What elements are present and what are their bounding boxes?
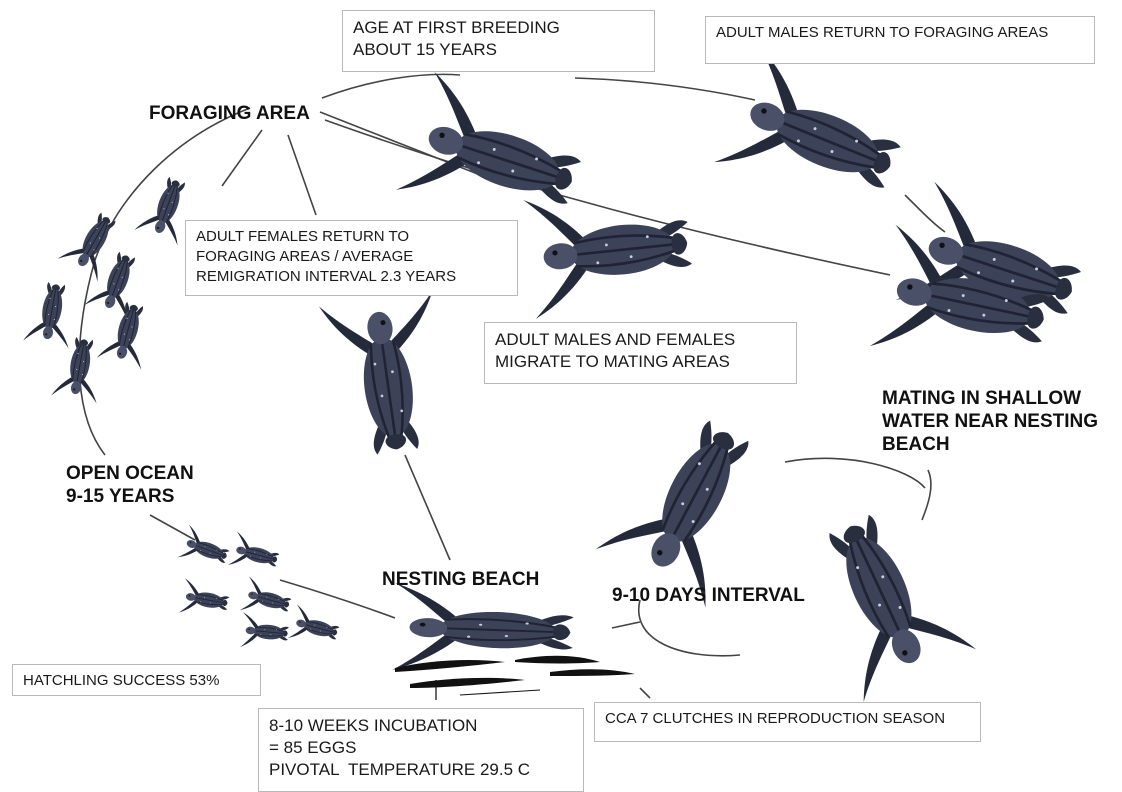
males-return-callout: ADULT MALES RETURN TO FORAGING AREAS	[705, 16, 1095, 64]
hatchling-icon	[239, 575, 295, 623]
juvenile-turtles	[22, 171, 200, 404]
first-breeding-callout: AGE AT FIRST BREEDING ABOUT 15 YEARS	[342, 10, 655, 72]
line-males-to-mating	[904, 194, 946, 233]
hatchling-success-callout: HATCHLING SUCCESS 53%	[12, 664, 261, 696]
hatchling-icon	[178, 577, 232, 622]
juvenile-turtle-icon	[50, 333, 108, 404]
line-foraging-to-females-box-b	[221, 129, 263, 187]
cycle-lines	[78, 73, 946, 700]
juvenile-turtle-icon	[22, 278, 80, 349]
beach-sand	[395, 655, 635, 696]
females-return-callout: ADULT FEMALES RETURN TO FORAGING AREAS /…	[185, 220, 518, 296]
line-interval-loop-bottom	[637, 599, 741, 657]
line-hatchlings-to-beach	[279, 579, 396, 619]
line-first-breeding-to-males	[574, 77, 756, 101]
turtle-interval-left-icon	[594, 400, 786, 609]
hatchling-icon	[239, 611, 291, 652]
line-foraging-to-turtle	[321, 73, 461, 99]
interval-label: 9-10 DAYS INTERVAL	[612, 585, 805, 606]
hatchling-icon	[287, 603, 343, 651]
turtle-interval-right-icon	[791, 496, 978, 704]
foraging-area-label: FORAGING AREA	[149, 103, 310, 124]
clutches-callout: CCA 7 CLUTCHES IN REPRODUCTION SEASON	[594, 702, 981, 742]
turtle-males-return-icon	[712, 45, 918, 227]
turtle-migrating-icon	[521, 181, 698, 321]
line-beach-to-clutches	[639, 687, 651, 699]
line-foraging-to-mating	[324, 119, 891, 276]
incubation-callout: 8-10 WEEKS INCUBATION = 85 EGGS PIVOTAL …	[258, 708, 584, 792]
line-mating-to-interval	[921, 469, 932, 521]
line-interval-loop	[784, 457, 926, 489]
migrate-callout: ADULT MALES AND FEMALES MIGRATE TO MATIN…	[484, 322, 797, 384]
nesting-beach-label: NESTING BEACH	[382, 569, 540, 590]
mating-label: MATING IN SHALLOW WATER NEAR NESTING BEA…	[882, 388, 1099, 455]
line-open-ocean-to-hatchlings	[149, 514, 196, 541]
line-females-to-beach	[404, 454, 451, 561]
turtle-first-breeding-icon	[394, 70, 595, 243]
line-foraging-to-females-box	[287, 134, 317, 216]
line-beach-to-interval	[611, 621, 641, 629]
hatchling-icon	[227, 530, 283, 578]
line-foraging-to-migrate-turtle	[319, 111, 499, 183]
open-ocean-label: OPEN OCEAN 9-15 YEARS	[66, 463, 194, 507]
hatchlings	[176, 524, 343, 652]
hatchling-icon	[176, 524, 234, 574]
juvenile-turtle-icon	[96, 297, 158, 371]
turtle-female-returning-icon	[317, 289, 456, 462]
